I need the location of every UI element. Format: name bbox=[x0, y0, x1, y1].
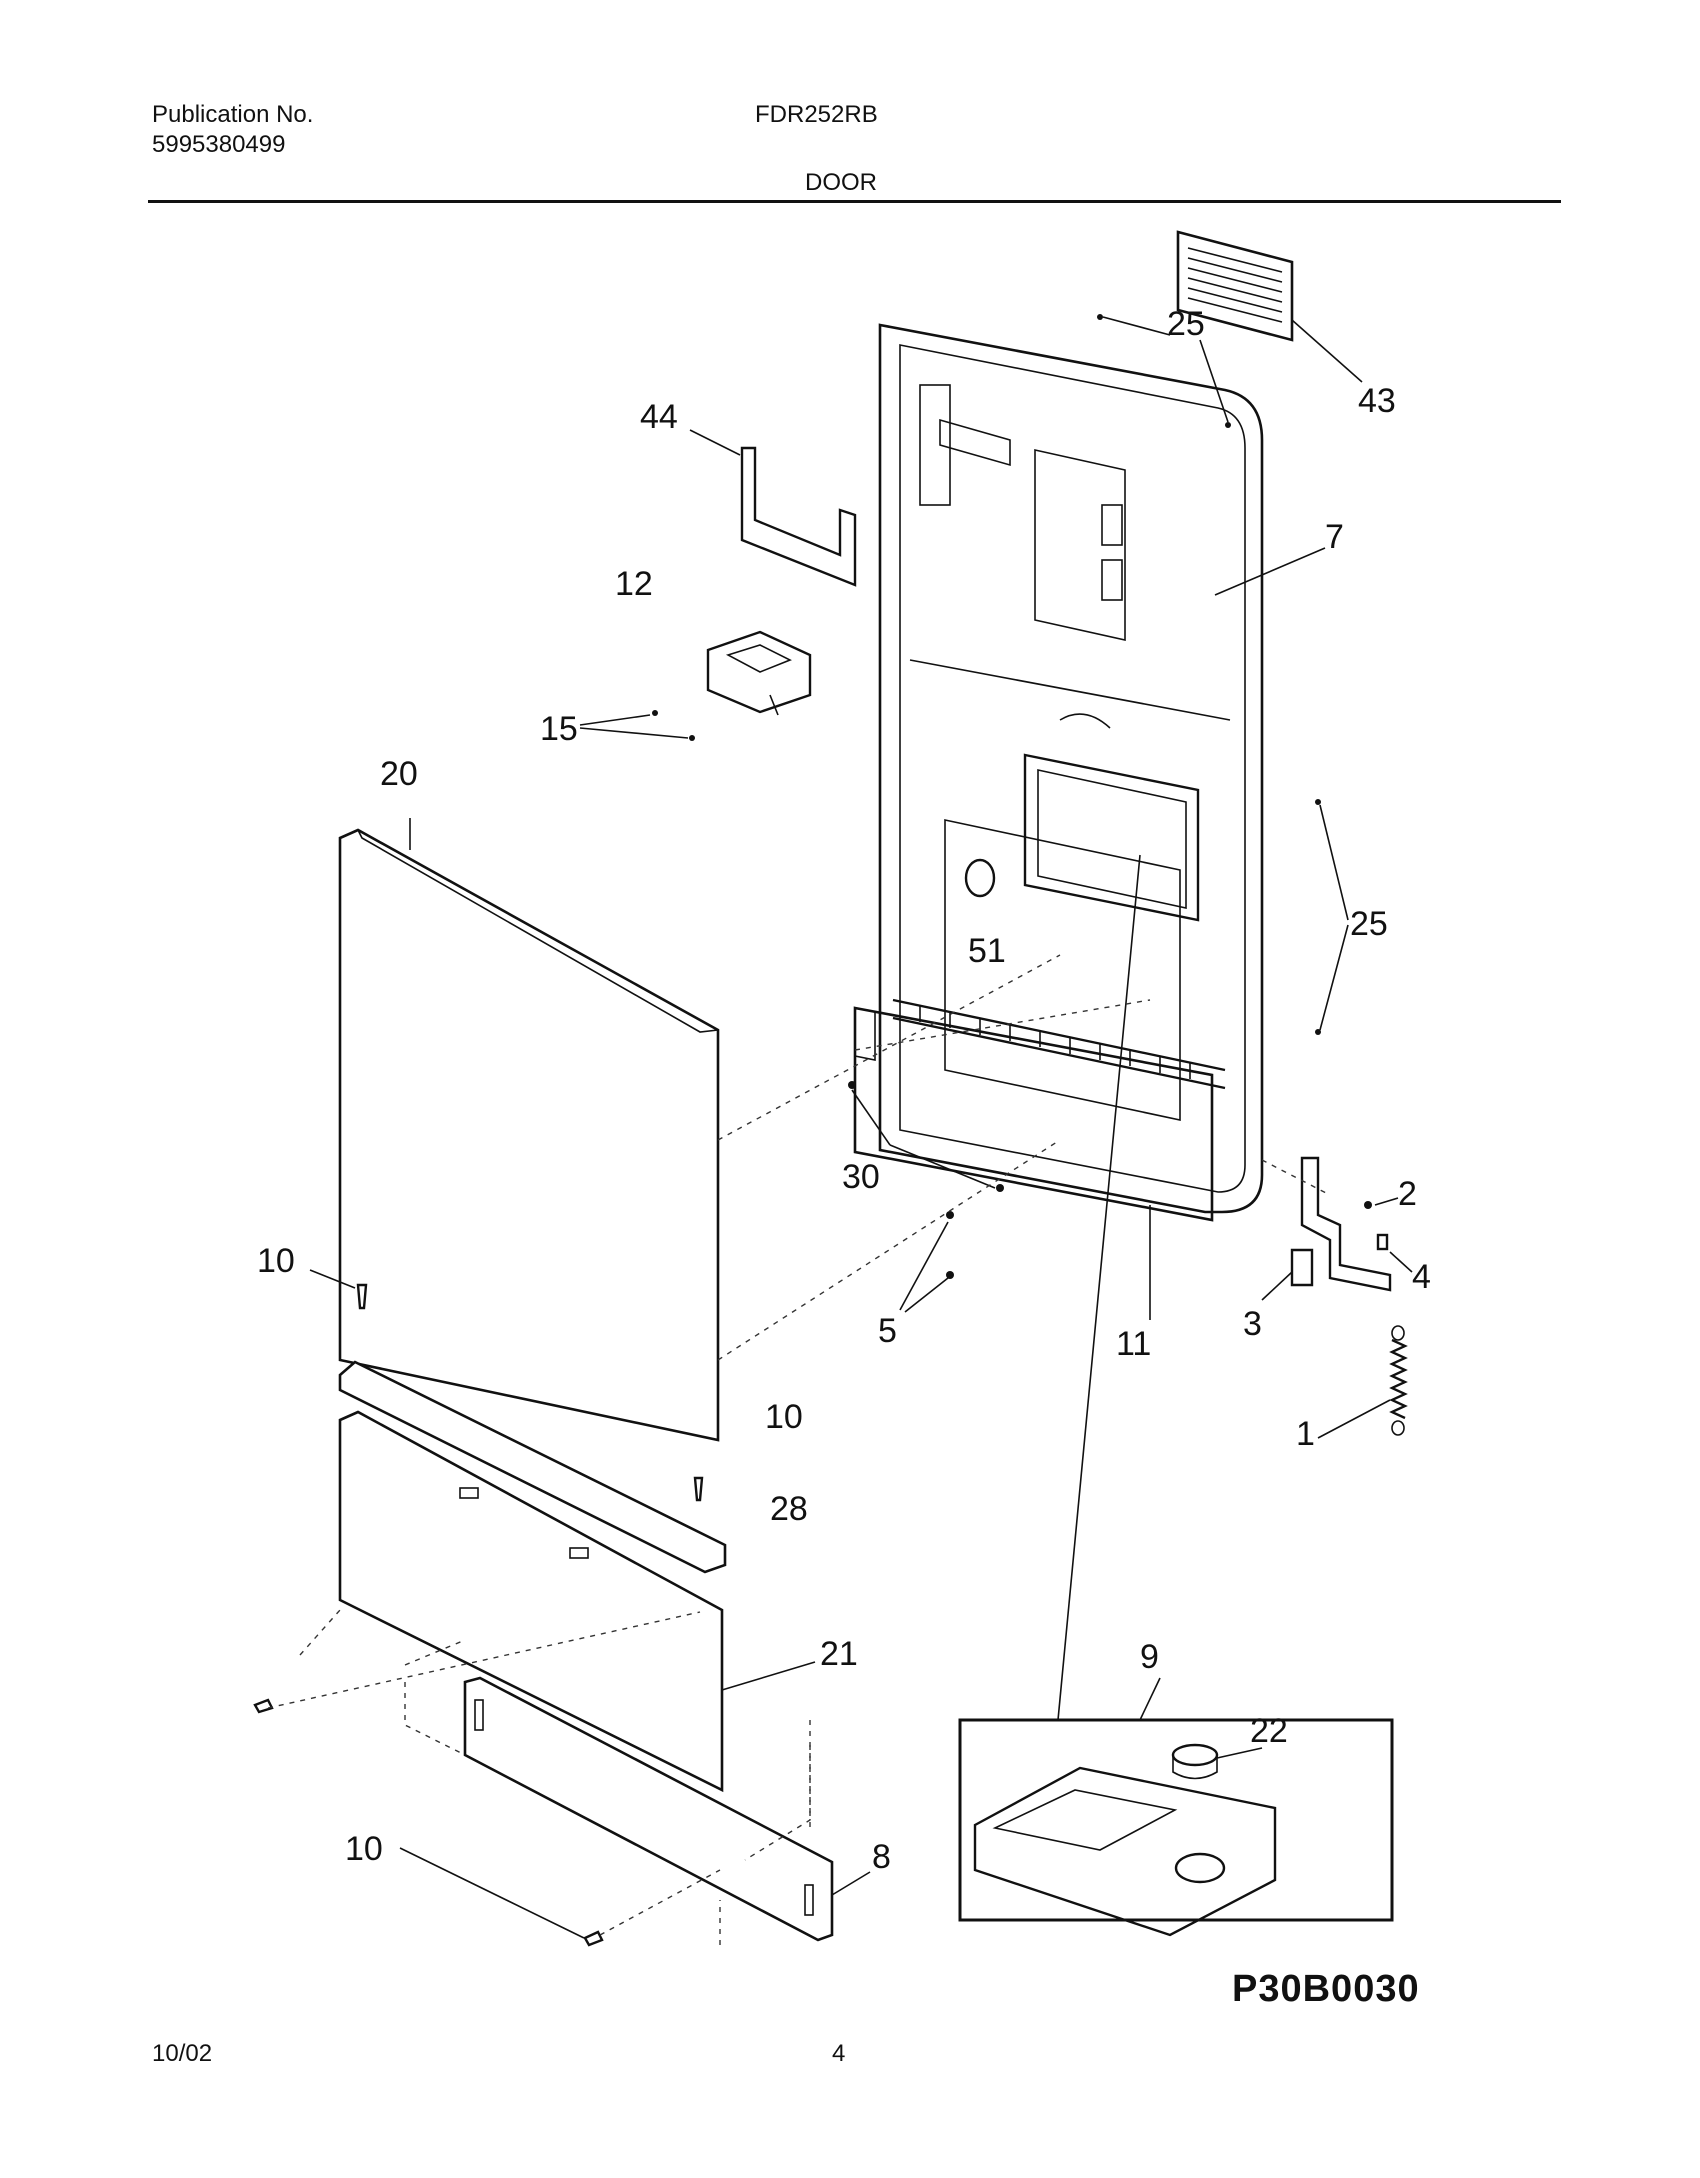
publication-label: Publication No. bbox=[152, 101, 314, 128]
part-28-bracket bbox=[338, 1360, 727, 1574]
callout-30: 30 bbox=[842, 1158, 880, 1196]
part-4-fastener bbox=[1376, 1233, 1413, 1273]
callout-25-right: 25 bbox=[1350, 905, 1388, 943]
part-5-screws bbox=[899, 1211, 954, 1313]
callout-2: 2 bbox=[1398, 1175, 1417, 1213]
part-10-screws bbox=[253, 1269, 704, 1947]
callout-5: 5 bbox=[878, 1312, 897, 1350]
callout-51: 51 bbox=[968, 932, 1006, 970]
callout-15: 15 bbox=[540, 710, 578, 748]
header-rule bbox=[148, 200, 1561, 203]
part-21-toe-panel bbox=[338, 1410, 816, 1793]
callout-4: 4 bbox=[1412, 1258, 1431, 1296]
part-9-dispenser-inset bbox=[958, 854, 1394, 1937]
callout-20: 20 bbox=[380, 755, 418, 793]
part-8-kick-plate bbox=[404, 1676, 871, 1942]
part-43-vent-grille bbox=[1176, 230, 1363, 383]
assembly-dashed-lines bbox=[267, 954, 1331, 1945]
callout-11: 11 bbox=[1116, 1325, 1151, 1363]
callout-1: 1 bbox=[1296, 1415, 1315, 1453]
part-20-outer-panel bbox=[338, 818, 720, 1442]
part-7-inner-door bbox=[878, 323, 1326, 1214]
callout-8: 8 bbox=[872, 1838, 891, 1876]
callout-10-upper: 10 bbox=[257, 1242, 295, 1280]
part-51-clip bbox=[964, 858, 996, 898]
footer-date: 10/02 bbox=[152, 2040, 213, 2067]
callout-10-lower: 10 bbox=[345, 1830, 383, 1868]
callout-7: 7 bbox=[1325, 518, 1344, 556]
part-2-screw bbox=[1364, 1197, 1399, 1209]
callout-10-middle: 10 bbox=[765, 1398, 803, 1436]
model-number: FDR252RB bbox=[755, 101, 878, 128]
publication-number: 5995380499 bbox=[152, 131, 286, 158]
part-12-latch bbox=[706, 630, 812, 716]
callout-28: 28 bbox=[770, 1490, 808, 1528]
part-30-screws bbox=[848, 1081, 1004, 1192]
part-44-seal bbox=[689, 429, 857, 587]
callout-9: 9 bbox=[1140, 1638, 1159, 1676]
page-number: 4 bbox=[832, 2040, 846, 2067]
callout-3: 3 bbox=[1243, 1305, 1262, 1343]
callout-21: 21 bbox=[820, 1635, 858, 1673]
callout-22: 22 bbox=[1250, 1712, 1288, 1750]
section-title: DOOR bbox=[805, 169, 877, 196]
part-25-screws bbox=[1097, 314, 1349, 1035]
callout-25-top: 25 bbox=[1167, 305, 1205, 343]
part-3-hinge-bracket bbox=[1261, 1156, 1392, 1301]
callout-43: 43 bbox=[1358, 382, 1396, 420]
diagram-code: P30B0030 bbox=[1232, 1968, 1420, 2010]
part-15-screws bbox=[579, 710, 695, 741]
callout-44: 44 bbox=[640, 398, 678, 436]
callout-12: 12 bbox=[615, 565, 653, 603]
part-1-spring bbox=[1317, 1325, 1408, 1439]
part-11-lower-trim bbox=[853, 1006, 1214, 1320]
